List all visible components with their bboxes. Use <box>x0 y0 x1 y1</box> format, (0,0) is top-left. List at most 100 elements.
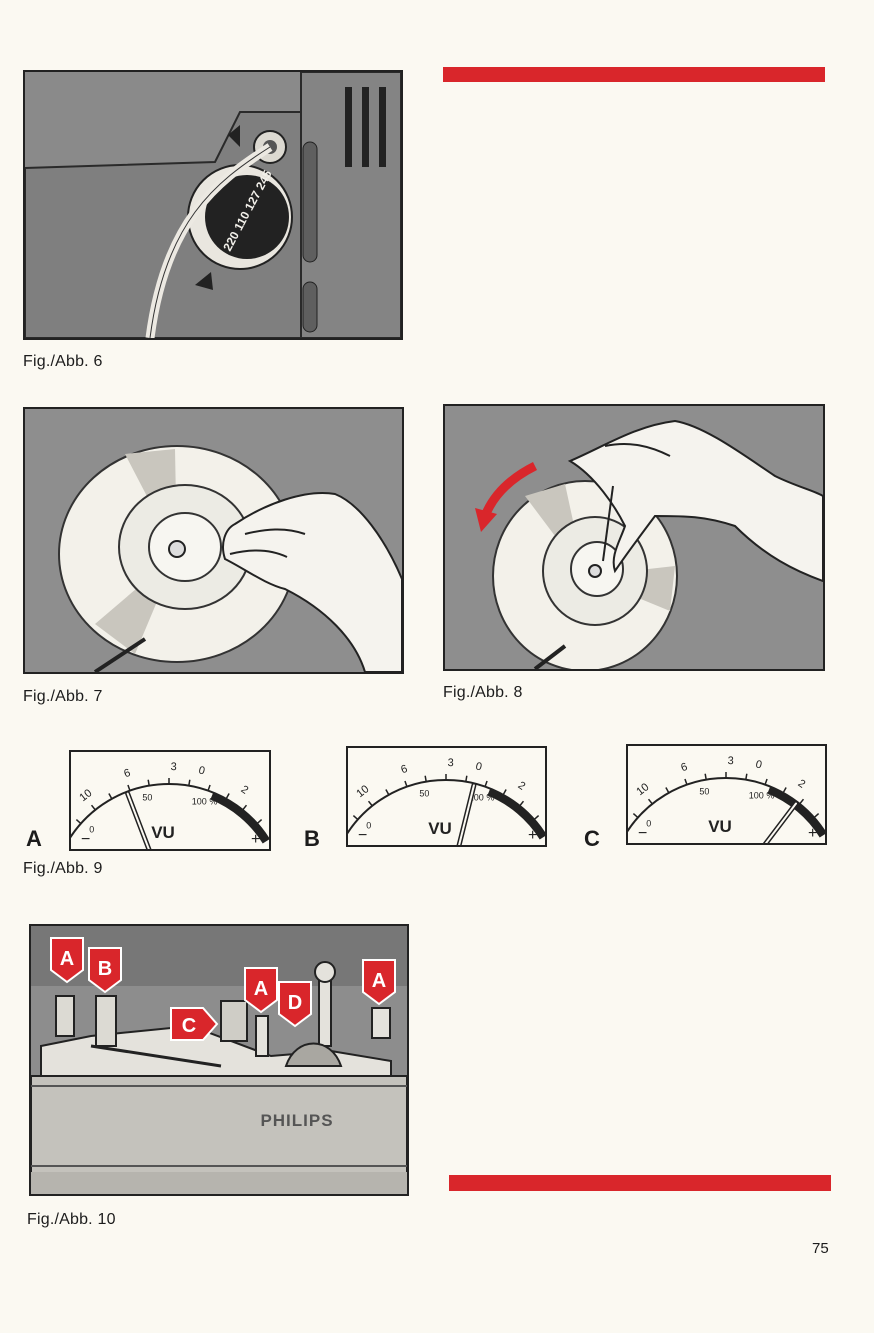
meter-top-label: 4 <box>543 805 545 817</box>
meter-tick <box>782 787 787 794</box>
meter-tick <box>799 798 805 805</box>
meter-tick <box>127 784 131 791</box>
meter-tick <box>367 800 373 807</box>
figure-6-caption: Fig./Abb. 6 <box>23 353 103 370</box>
red-bar-top <box>443 67 825 82</box>
meter-plus: + <box>251 831 260 848</box>
meter-letter-b: B <box>304 826 320 851</box>
meter-tick <box>404 780 408 787</box>
meter-top-label: 20 <box>628 801 631 818</box>
meter-vu-label: VU <box>428 819 452 838</box>
meter-needle <box>764 802 798 843</box>
meter-tick <box>147 779 150 786</box>
meter-minus: − <box>81 831 90 848</box>
svg-text:C: C <box>182 1015 196 1037</box>
meter-vu-label: VU <box>151 823 175 842</box>
meter-top-label: 0 <box>474 760 483 773</box>
meter-bottom-label: 0 <box>89 824 94 834</box>
marker-a-2: A <box>244 967 278 1014</box>
meter-top-label: 10 <box>354 783 371 800</box>
meter-tick <box>424 775 427 782</box>
meter-tick <box>684 778 688 785</box>
meter-tick <box>745 773 748 780</box>
meter-needle <box>458 784 475 845</box>
meter-top-label: 10 <box>77 787 94 804</box>
meter-bottom-label: 100 % <box>192 796 218 806</box>
meter-red-zone <box>767 787 825 838</box>
svg-text:A: A <box>254 978 268 1000</box>
meter-top-label: 4 <box>266 809 269 821</box>
meter-red-zone <box>210 793 269 844</box>
meter-top-label: 2 <box>516 779 528 792</box>
meter-tick <box>242 804 248 811</box>
svg-text:D: D <box>288 992 302 1014</box>
page-number: 75 <box>812 1240 829 1257</box>
meter-bottom-label: 50 <box>699 786 709 796</box>
meter-top-label: 2 <box>239 783 251 796</box>
meter-tick <box>207 784 211 791</box>
marker-d: D <box>278 981 312 1028</box>
marker-a-3: A <box>362 959 396 1006</box>
meter-top-label: 2 <box>796 777 808 790</box>
figure-8-illustration <box>443 404 825 671</box>
meter-tick <box>90 804 96 811</box>
meter-top-label: 6 <box>400 763 410 776</box>
meter-vu-label: VU <box>708 817 732 836</box>
meter-tick <box>465 775 468 782</box>
meter-needle-outline <box>762 801 799 843</box>
figure-8-caption: Fig./Abb. 8 <box>443 684 523 701</box>
meter-top-label: 0 <box>197 764 206 777</box>
meter-minus: − <box>638 825 647 842</box>
meter-top-label: 6 <box>123 767 133 780</box>
meter-top-label: 20 <box>71 807 74 824</box>
meter-bottom-label: 100 % <box>749 790 775 800</box>
meter-tick <box>647 798 653 805</box>
meter-letter-a: A <box>26 826 42 851</box>
marker-c: C <box>170 1007 219 1041</box>
meter-plus: + <box>808 825 817 842</box>
meter-bottom-label: 50 <box>142 792 152 802</box>
meter-top-label: 10 <box>634 781 651 798</box>
meter-tick <box>704 773 707 780</box>
figure-10-illustration: A B C A D A PHILIPS <box>29 924 409 1196</box>
figure-6-illustration: 220 110 127 245 <box>23 70 403 340</box>
meter-tick <box>352 815 359 821</box>
meter-tick <box>533 815 540 821</box>
figure-9-caption: Fig./Abb. 9 <box>23 860 103 877</box>
meter-tick <box>665 787 670 794</box>
meter-red-zone <box>487 789 545 840</box>
meter-top-label: 3 <box>447 757 454 769</box>
meter-bottom-label: 100 % <box>469 792 495 802</box>
meter-tick <box>225 793 230 800</box>
meter-minus: − <box>358 827 367 844</box>
svg-text:A: A <box>60 948 74 970</box>
svg-text:A: A <box>372 970 386 992</box>
meter-tick <box>484 780 488 787</box>
meter-top-label: 4 <box>823 803 825 815</box>
meter-bottom-label: 0 <box>646 818 651 828</box>
meter-tick <box>764 778 768 785</box>
meter-scale-arc <box>348 779 545 836</box>
meter-plus: + <box>528 827 537 844</box>
meter-tick <box>75 819 82 825</box>
meter-tick <box>108 793 113 800</box>
svg-text:B: B <box>98 958 112 980</box>
philips-brand: PHILIPS <box>260 1111 333 1130</box>
meter-tick <box>188 779 191 786</box>
figure-10-caption: Fig./Abb. 10 <box>27 1211 116 1228</box>
meter-bottom-label: 50 <box>419 788 429 798</box>
meter-top-label: 0 <box>754 758 763 771</box>
meter-tick <box>632 813 639 819</box>
figure-7-caption: Fig./Abb. 7 <box>23 688 103 705</box>
meter-bottom-label: 0 <box>366 820 371 830</box>
meter-scale-arc <box>628 777 825 834</box>
meter-top-label: 3 <box>170 761 177 773</box>
meter-top-label: 6 <box>680 761 690 774</box>
meter-tick <box>813 813 820 819</box>
meter-letter-c: C <box>584 826 600 851</box>
meter-tick <box>519 800 525 807</box>
meter-top-label: 20 <box>348 803 351 820</box>
